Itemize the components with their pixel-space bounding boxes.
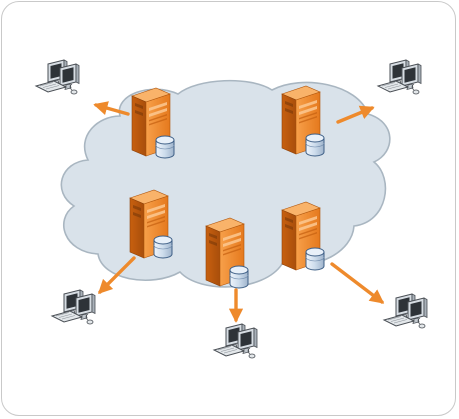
server-1	[131, 87, 175, 159]
desktop-computer-icon	[52, 290, 95, 324]
client-3	[52, 290, 95, 324]
server-4	[205, 217, 249, 289]
arrow-server-5	[330, 262, 385, 304]
database-icon	[305, 247, 325, 271]
client-2	[378, 60, 421, 94]
client-4	[214, 324, 257, 358]
server-2	[281, 85, 325, 157]
client-5	[384, 294, 427, 328]
server-3	[129, 189, 173, 259]
database-icon	[305, 133, 325, 157]
server-5	[281, 201, 325, 271]
connections	[93, 101, 385, 323]
arrow-server-2	[336, 105, 375, 124]
database-icon	[229, 265, 249, 289]
arrow-server-1	[93, 101, 130, 116]
database-icon	[153, 235, 173, 259]
arrow-server-3	[97, 256, 136, 295]
network-diagram	[2, 2, 456, 416]
desktop-computer-icon	[214, 324, 257, 358]
desktop-computer-icon	[378, 60, 421, 94]
client-1	[36, 60, 79, 94]
database-icon	[155, 135, 175, 159]
desktop-computer-icon	[36, 60, 79, 94]
desktop-computer-icon	[384, 294, 427, 328]
